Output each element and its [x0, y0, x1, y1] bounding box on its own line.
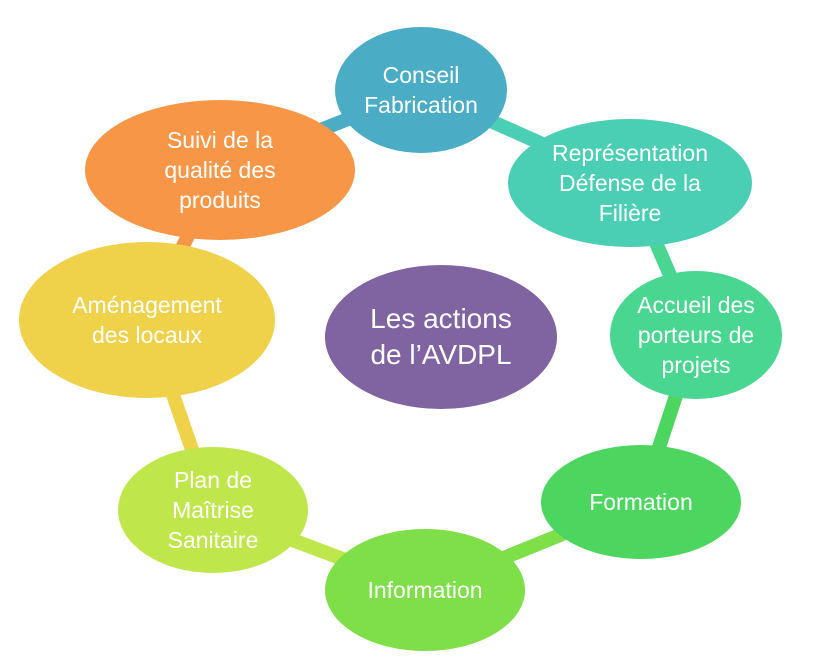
cycle-node-2 — [610, 271, 782, 399]
cycle-node-1 — [508, 119, 752, 247]
center-node — [325, 265, 557, 409]
cycle-node-4 — [325, 529, 525, 651]
cycle-node-5 — [118, 447, 308, 573]
cycle-node-6 — [19, 242, 275, 398]
cycle-node-0 — [335, 27, 507, 153]
cycle-node-7 — [85, 100, 355, 240]
cycle-node-3 — [541, 445, 741, 559]
